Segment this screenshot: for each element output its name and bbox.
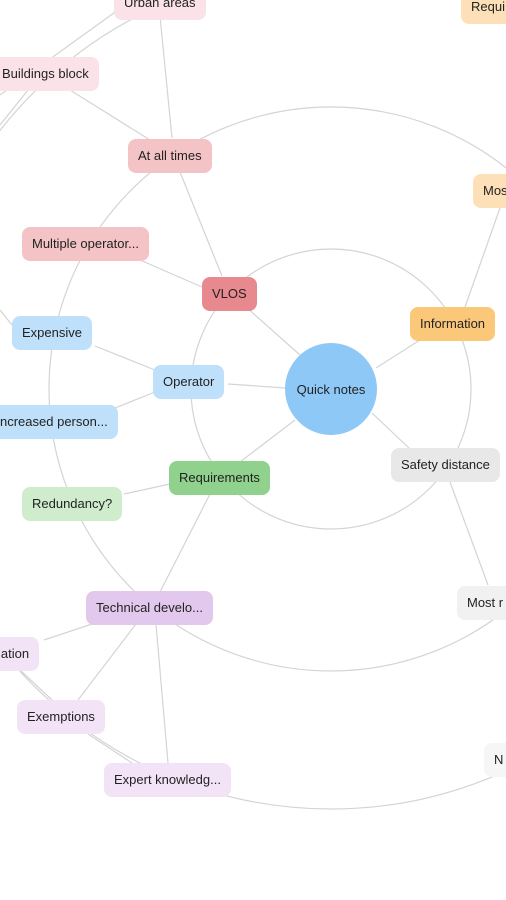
node-lation[interactable]: lation bbox=[0, 637, 40, 671]
node-label: Technical develo... bbox=[96, 600, 203, 615]
node-label: lation bbox=[0, 646, 30, 661]
node-label: At all times bbox=[138, 148, 202, 163]
node-safety-distance[interactable]: Safety distance bbox=[391, 448, 500, 482]
link-operator-expensive bbox=[94, 345, 156, 371]
link-vlos-multiple bbox=[139, 259, 203, 288]
link-technical-expert bbox=[155, 623, 169, 764]
link-vlos-attimes bbox=[179, 171, 223, 277]
node-label: Safety distance bbox=[401, 457, 490, 472]
node-increased-personnel[interactable]: ncreased person... bbox=[0, 405, 118, 439]
node-vlos[interactable]: VLOS bbox=[202, 277, 257, 311]
node-label: Operator bbox=[163, 374, 215, 389]
node-requi[interactable]: Requi bbox=[461, 0, 506, 24]
center-node-quick-notes[interactable]: Quick notes bbox=[285, 343, 377, 435]
link-safety-mostr bbox=[449, 481, 489, 586]
node-exemptions[interactable]: Exemptions bbox=[17, 700, 105, 734]
link-center-safety bbox=[371, 412, 411, 450]
link-expensive-edge bbox=[0, 309, 13, 326]
node-label: Most r bbox=[467, 595, 504, 610]
center-node-label: Quick notes bbox=[296, 381, 366, 397]
link-technical-lation bbox=[43, 621, 99, 641]
node-label: Urban areas bbox=[124, 0, 196, 10]
node-expensive[interactable]: Expensive bbox=[12, 316, 92, 350]
node-label: N bbox=[494, 752, 504, 767]
node-label: Exemptions bbox=[27, 709, 95, 724]
node-urban-areas[interactable]: Urban areas bbox=[114, 0, 206, 20]
node-operator[interactable]: Operator bbox=[153, 365, 225, 399]
link-center-operator bbox=[227, 383, 286, 389]
node-requirements[interactable]: Requirements bbox=[169, 461, 270, 495]
middle-ring bbox=[48, 106, 506, 672]
link-attimes-urban bbox=[159, 15, 173, 139]
node-mos[interactable]: Mos bbox=[473, 174, 506, 208]
link-attimes-buildings bbox=[69, 89, 151, 141]
node-n[interactable]: N bbox=[484, 743, 506, 777]
node-label: Expert knowledg... bbox=[114, 772, 221, 787]
node-multiple-operator[interactable]: Multiple operator... bbox=[22, 227, 149, 261]
node-label: ncreased person... bbox=[0, 414, 108, 429]
node-expert-knowledge[interactable]: Expert knowledg... bbox=[104, 763, 231, 797]
node-label: Expensive bbox=[22, 325, 82, 340]
link-center-information bbox=[375, 339, 421, 369]
link-center-requirements bbox=[239, 419, 296, 463]
link-technical-exemptions bbox=[77, 623, 137, 701]
node-label: Information bbox=[420, 316, 486, 331]
link-operator-increased bbox=[109, 391, 156, 411]
outer-ring bbox=[0, 0, 506, 810]
link-buildings-edge bbox=[0, 89, 29, 126]
link-requirements-technical bbox=[159, 493, 211, 593]
node-information[interactable]: Information bbox=[410, 307, 496, 341]
link-center-vlos bbox=[244, 305, 301, 356]
node-most-r[interactable]: Most r bbox=[457, 586, 506, 620]
link-exemptions-expert bbox=[87, 733, 133, 764]
link-lation-exemptions bbox=[19, 669, 53, 701]
node-label: Buildings block bbox=[2, 66, 89, 81]
node-redundancy[interactable]: Redundancy? bbox=[22, 487, 123, 521]
link-information-mos bbox=[464, 207, 501, 308]
node-label: Requi bbox=[471, 0, 505, 14]
node-label: VLOS bbox=[212, 286, 247, 301]
node-label: Redundancy? bbox=[32, 496, 113, 511]
node-label: Mos bbox=[483, 183, 506, 198]
link-requirements-redundancy bbox=[123, 483, 171, 495]
node-technical-development[interactable]: Technical develo... bbox=[86, 591, 213, 625]
node-at-all-times[interactable]: At all times bbox=[128, 139, 212, 173]
node-buildings-block[interactable]: Buildings block bbox=[0, 57, 99, 91]
node-label: Requirements bbox=[179, 470, 260, 485]
node-label: Multiple operator... bbox=[32, 236, 139, 251]
